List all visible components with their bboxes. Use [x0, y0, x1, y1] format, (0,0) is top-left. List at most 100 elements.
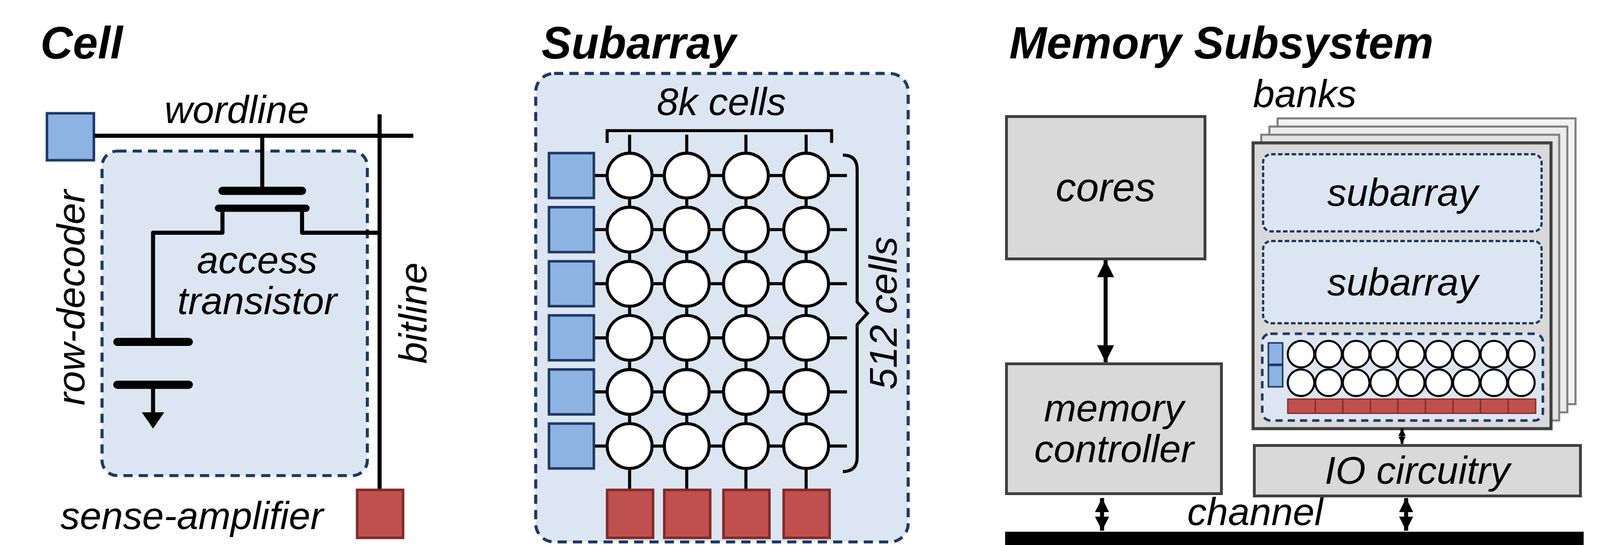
cell-symbol — [723, 153, 769, 198]
box-label: cores — [1055, 166, 1156, 210]
cell-symbol — [1425, 340, 1452, 368]
cores-box: cores — [1005, 115, 1206, 260]
bank-layer — [1261, 134, 1560, 421]
sense-amplifier-symbol — [1370, 399, 1399, 414]
cell-symbol — [1287, 369, 1315, 396]
cell-symbol — [723, 261, 769, 307]
cell-symbol — [783, 207, 829, 252]
part-name: row-decoder — [51, 190, 92, 406]
cell-symbol — [1480, 369, 1508, 396]
subarray-region — [535, 73, 909, 543]
gate-plate — [222, 186, 302, 195]
cell-symbol — [1287, 340, 1315, 368]
cell-grid — [1268, 340, 1536, 414]
cell-symbol — [606, 261, 652, 307]
part-name: sense-amplifier — [60, 495, 324, 537]
sense-amplifier-symbol — [1315, 399, 1344, 414]
row-decoder-symbol — [47, 113, 95, 161]
cell-symbol — [723, 369, 769, 415]
sense-amplifier-symbol — [1287, 399, 1316, 414]
cell-symbol — [606, 315, 652, 361]
cell-symbol — [1508, 340, 1535, 368]
bracket — [606, 130, 832, 143]
cell-symbol — [723, 207, 769, 252]
cell-symbol — [723, 423, 769, 469]
cell-symbol — [1315, 340, 1342, 368]
cell-symbol — [1480, 340, 1508, 368]
gate-wire — [260, 135, 265, 188]
subarray-region — [1261, 333, 1543, 421]
row-decoder-symbol — [549, 315, 594, 361]
connector-arrow — [1103, 260, 1108, 363]
row-decoder-symbol — [1268, 343, 1283, 365]
bitline-wire — [377, 114, 382, 491]
cell-symbol — [664, 423, 709, 469]
connector-arrow — [1400, 428, 1404, 445]
channel-bar — [1005, 532, 1584, 545]
cell-symbol — [606, 153, 652, 198]
cell-symbol — [783, 369, 829, 415]
part-name: access transistor — [169, 239, 345, 322]
cell-symbol — [1508, 369, 1535, 396]
sense-amplifier-symbol — [357, 490, 404, 539]
row-decoder-symbol — [549, 207, 594, 252]
panel-heading: Subarray — [541, 19, 737, 67]
cell-symbol — [1398, 340, 1425, 368]
io-box: IO circuitry — [1252, 444, 1582, 498]
wire-name: wordline — [164, 89, 310, 131]
bank-box: subarraysubarraybanks — [1252, 142, 1551, 429]
cell-symbol — [664, 207, 709, 252]
row-decoder-symbol — [549, 423, 594, 469]
row-decoder-symbol — [549, 261, 594, 307]
cell-symbol — [1370, 340, 1397, 368]
sense-amplifier-symbol — [606, 490, 653, 539]
cell-symbol — [783, 423, 829, 469]
controller-box: memory controller — [1005, 362, 1223, 496]
panel-heading: Cell — [40, 19, 123, 67]
sense-amplifier-symbol — [1508, 399, 1536, 414]
sense-amplifier-symbol — [723, 490, 770, 539]
row-decoder-symbol — [549, 153, 594, 198]
cell-region — [102, 150, 368, 476]
cell-symbol — [723, 315, 769, 361]
channel-plate — [218, 204, 307, 213]
cell-symbol — [1315, 369, 1342, 396]
ground-symbol — [141, 412, 165, 429]
sense-amplifier-symbol — [1480, 399, 1509, 414]
bus-name: channel — [1187, 491, 1323, 533]
subarray-box: subarray — [1261, 239, 1543, 325]
subarray-box: subarray — [1261, 153, 1543, 233]
cell-symbol — [783, 153, 829, 198]
sense-amplifier-symbol — [1425, 399, 1454, 414]
cell-symbol — [1453, 369, 1480, 396]
cell-symbol — [664, 153, 709, 198]
cell-symbol — [606, 423, 652, 469]
row-decoder-symbol — [1268, 365, 1283, 387]
box-label: IO circuitry — [1324, 450, 1511, 492]
cell-symbol — [606, 369, 652, 415]
channel-arrow — [1404, 497, 1409, 531]
cell-symbol — [1398, 369, 1425, 396]
cell-symbol — [606, 207, 652, 252]
cell-symbol — [783, 315, 829, 361]
channel-arrow — [1099, 497, 1104, 531]
box-label: subarray — [1327, 172, 1479, 214]
sense-amplifier-symbol — [783, 490, 830, 539]
box-label: memory controller — [1007, 387, 1220, 470]
box-label: subarray — [1327, 262, 1479, 303]
dimension: 8k cells — [656, 81, 787, 123]
cell-symbol — [1425, 369, 1452, 396]
row-decoder-symbol — [549, 369, 594, 415]
sense-amplifier-symbol — [1343, 399, 1371, 414]
cell-symbol — [783, 261, 829, 307]
cell-symbol — [1370, 369, 1397, 396]
cell-symbol — [664, 261, 709, 307]
dimension: 512 cells — [863, 236, 905, 390]
wire-name: bitline — [393, 262, 434, 365]
capacitor-plate — [117, 338, 189, 346]
cell-symbol — [1343, 369, 1370, 396]
cell-grid — [549, 134, 847, 539]
cell-symbol — [1343, 340, 1370, 368]
